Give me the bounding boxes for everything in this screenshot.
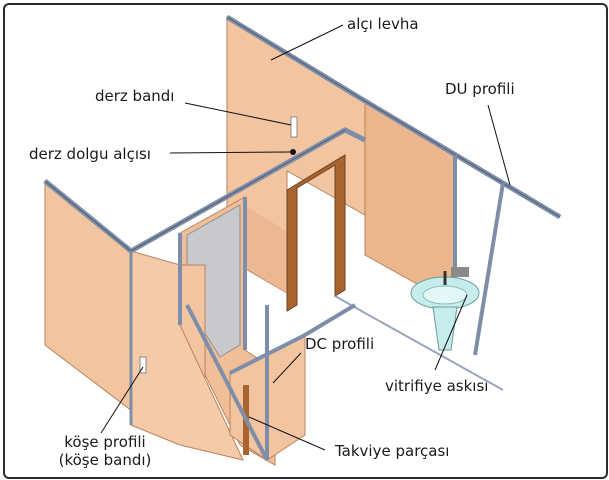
leader-vitrifiye (434, 294, 468, 371)
right-wall-board (364, 100, 456, 306)
label-takviye-parcasi: Takviye parçası (335, 442, 450, 460)
leader-dc-profili (272, 352, 302, 384)
label-vitrifiye-askisi: vitrifiye askısı (385, 377, 489, 395)
leader-alci-levha (270, 24, 344, 61)
door-frame (286, 154, 346, 312)
label-derz-dolgu: derz dolgu alçısı (29, 145, 151, 163)
du-profile-bottom-right (334, 295, 504, 391)
sink-pedestal (432, 306, 458, 351)
label-kose-profili-line2: (köşe bandı) (58, 451, 152, 469)
joint-filler-dot (290, 149, 296, 155)
leader-du-profili (487, 104, 511, 186)
dc-stud-diagonal (185, 304, 269, 461)
leader-takviye (248, 416, 326, 451)
du-profile-top-inner (226, 16, 561, 218)
corner-profile (139, 356, 147, 374)
leader-kose (100, 366, 144, 434)
label-kose-profili: köşe profili (köşe bandı) (45, 433, 165, 469)
sink-hanger-bracket (451, 267, 469, 277)
dc-stud-2 (473, 182, 505, 356)
label-dc-profili: DC profili (305, 335, 375, 353)
leader-derz-bandi (184, 102, 292, 126)
label-derz-bandi: derz bandı (95, 87, 175, 105)
leader-derz-dolgu (169, 151, 291, 154)
label-kose-profili-line1: köşe profili (64, 433, 146, 451)
joint-tape (290, 116, 298, 138)
wall-system-illustration (43, 14, 562, 466)
label-du-profili: DU profili (445, 80, 515, 98)
sink-bowl (422, 285, 468, 305)
back-wall-shadow (235, 200, 290, 295)
label-alci-levha: alçı levha (347, 15, 419, 33)
du-profile-bottom-front (229, 303, 357, 375)
diagram-frame: alçı levha derz bandı derz dolgu alçısı … (3, 3, 608, 479)
